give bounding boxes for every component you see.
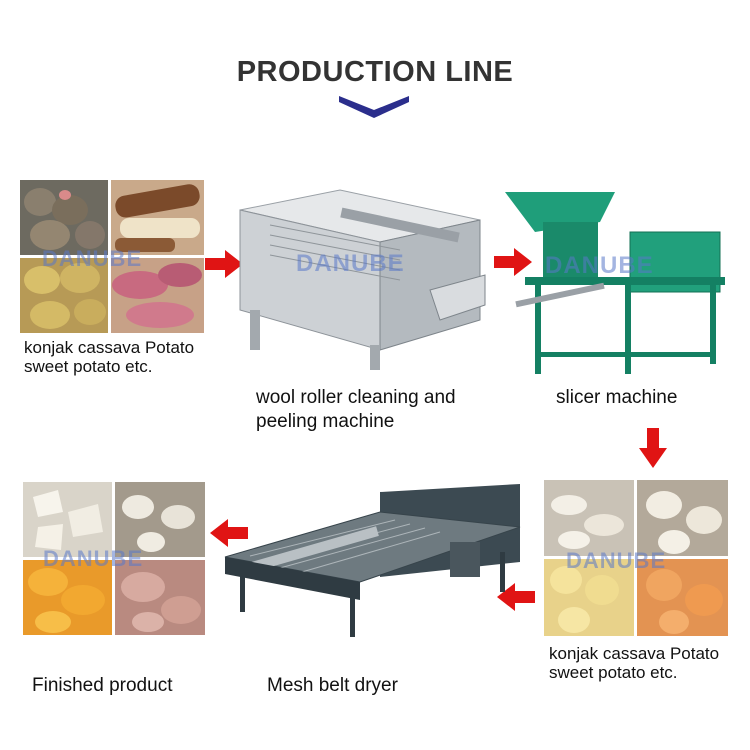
chevron-down-icon xyxy=(339,96,409,118)
watermark: DANUBE xyxy=(296,250,405,277)
watermark: DANUBE xyxy=(42,246,143,271)
peeling-machine-label: wool roller cleaning and peeling machine xyxy=(256,387,456,432)
slicer-machine-image: DANUBE xyxy=(505,192,730,382)
watermark: DANUBE xyxy=(43,546,144,571)
finished-product-label: Finished product xyxy=(32,675,173,696)
peeling-machine-image: DANUBE xyxy=(230,180,490,370)
slicer-machine-label: slicer machine xyxy=(556,387,678,408)
sliced-materials-label: konjak cassava Potato sweet potato etc. xyxy=(549,644,720,682)
sliced-materials-image: DANUBE xyxy=(544,480,728,636)
arrow-right-icon xyxy=(205,250,243,278)
arrow-left-icon xyxy=(210,519,248,547)
raw-materials-image: DANUBE xyxy=(20,180,204,333)
page-title: PRODUCTION LINE xyxy=(236,56,514,88)
watermark: DANUBE xyxy=(566,548,667,573)
arrow-down-icon xyxy=(639,428,667,468)
mesh-belt-dryer-label: Mesh belt dryer xyxy=(267,675,398,696)
raw-materials-label: konjak cassava Potato sweet potato etc. xyxy=(24,338,195,376)
arrow-right-icon xyxy=(494,248,532,276)
watermark: DANUBE xyxy=(545,252,654,279)
finished-product-image: DANUBE xyxy=(23,482,205,635)
arrow-left-icon xyxy=(497,583,535,611)
mesh-belt-dryer-image xyxy=(220,482,532,640)
